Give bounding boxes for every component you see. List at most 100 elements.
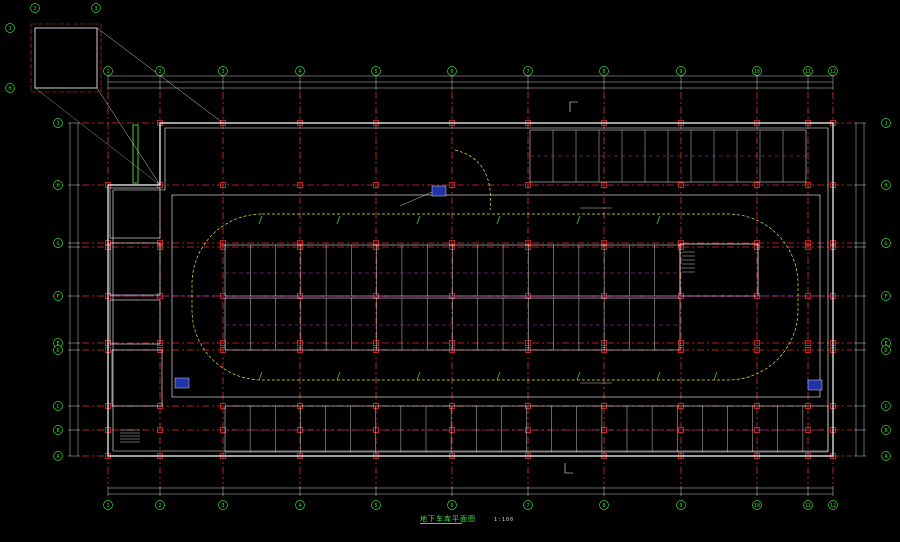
axis-bubble-top <box>803 66 813 76</box>
leader-line <box>399 191 433 207</box>
axis-bubble-bottom <box>676 500 686 510</box>
axis-bubble-top-label: 12 <box>830 69 836 75</box>
column <box>373 244 379 250</box>
axis-bubble-right-label: E <box>884 341 887 347</box>
axis-bubble-right <box>881 425 891 435</box>
column <box>525 240 531 246</box>
axis-bubble-left-label: A <box>56 454 59 460</box>
axis-bubble-bottom-label: 9 <box>679 503 682 509</box>
column <box>220 340 226 346</box>
axis-bubble-left <box>53 451 63 461</box>
section-mark-icon <box>569 101 578 112</box>
equipment-block <box>807 379 823 391</box>
axis-bubble-top <box>828 66 838 76</box>
inset-axis-bubble-label: J <box>8 26 11 32</box>
flow-arrow <box>656 215 661 225</box>
flow-arrow <box>416 215 421 225</box>
axis-bubble-top-label: 3 <box>221 69 224 75</box>
column <box>525 340 531 346</box>
column <box>678 182 684 188</box>
axis-bubble-left <box>53 291 63 301</box>
axis-bubble-bottom-label: 11 <box>805 503 811 509</box>
axis-bubble-right-label: D <box>884 348 887 354</box>
axis-bubble-bottom <box>103 500 113 510</box>
axis-bubble-top <box>676 66 686 76</box>
column <box>805 240 811 246</box>
column <box>678 244 684 250</box>
axis-bubble-right-label: J <box>884 121 887 127</box>
flow-arrow <box>576 371 581 381</box>
axis-bubble-top <box>599 66 609 76</box>
column <box>601 182 607 188</box>
axis-bubble-top-label: 8 <box>602 69 605 75</box>
driveway-loop <box>191 149 799 381</box>
drawing-scale: 1:100 <box>494 517 515 523</box>
column <box>678 340 684 346</box>
flow-arrow <box>416 371 421 381</box>
axis-bubble-left <box>53 118 63 128</box>
column <box>220 182 226 188</box>
column <box>449 244 455 250</box>
inset-axis-bubble-label: 3 <box>94 6 97 12</box>
axis-bubble-left <box>53 401 63 411</box>
flow-arrow <box>713 371 718 381</box>
column <box>805 244 811 250</box>
axis-bubble-bottom-label: 7 <box>526 503 529 509</box>
side-room <box>109 299 161 345</box>
axis-bubble-top-label: 9 <box>679 69 682 75</box>
axis-bubble-bottom <box>752 500 762 510</box>
column <box>373 182 379 188</box>
axis-bubble-left <box>53 180 63 190</box>
axis-bubble-bottom-label: 12 <box>830 503 836 509</box>
axis-bubble-left <box>53 425 63 435</box>
axis-bubble-right-label: A <box>884 454 887 460</box>
axis-bubble-top-label: 1 <box>106 69 109 75</box>
axis-bubble-top-label: 11 <box>805 69 811 75</box>
column <box>525 244 531 250</box>
inset-axis-bubble <box>5 83 15 93</box>
flow-arrow <box>656 371 661 381</box>
inset-axis-bubble <box>5 23 15 33</box>
axis-bubble-left-label: B <box>56 428 59 434</box>
section-mark-icon <box>564 463 573 474</box>
column <box>220 240 226 246</box>
green-partition <box>132 124 139 184</box>
axis-bubble-left-label: G <box>56 241 59 247</box>
axis-bubble-bottom-label: 8 <box>602 503 605 509</box>
inset-axis-bubble-label: H <box>8 86 11 92</box>
axis-bubble-bottom-label: 5 <box>374 503 377 509</box>
column <box>449 182 455 188</box>
flow-arrow <box>336 215 341 225</box>
equipment-block <box>174 377 190 389</box>
axis-bubble-left-label: D <box>56 348 59 354</box>
axis-bubble-top <box>447 66 457 76</box>
column <box>373 340 379 346</box>
axis-bubble-top-label: 4 <box>298 69 301 75</box>
axis-bubble-bottom <box>599 500 609 510</box>
inset-callout-line <box>34 87 161 186</box>
axis-bubble-right <box>881 180 891 190</box>
column <box>754 240 760 246</box>
axis-bubble-top <box>218 66 228 76</box>
inner-wall-line <box>112 127 829 452</box>
axis-bubble-bottom <box>803 500 813 510</box>
axis-bubble-bottom-label: 3 <box>221 503 224 509</box>
inset-axis-bubble <box>30 3 40 13</box>
axis-bubble-bottom <box>295 500 305 510</box>
side-room <box>109 187 161 239</box>
axis-bubble-bottom <box>371 500 381 510</box>
column <box>297 182 303 188</box>
axis-bubble-left-label: J <box>56 121 59 127</box>
side-room <box>109 242 161 296</box>
axis-bubble-top-label: 6 <box>450 69 453 75</box>
axis-bubble-right-label: C <box>884 404 887 410</box>
column <box>805 182 811 188</box>
axis-bubble-bottom <box>523 500 533 510</box>
axis-bubble-bottom-label: 10 <box>754 503 760 509</box>
axis-bubble-left-label: E <box>56 341 59 347</box>
drive-loop <box>191 213 799 381</box>
flow-arrow <box>496 215 501 225</box>
axis-bubble-top-label: 7 <box>526 69 529 75</box>
